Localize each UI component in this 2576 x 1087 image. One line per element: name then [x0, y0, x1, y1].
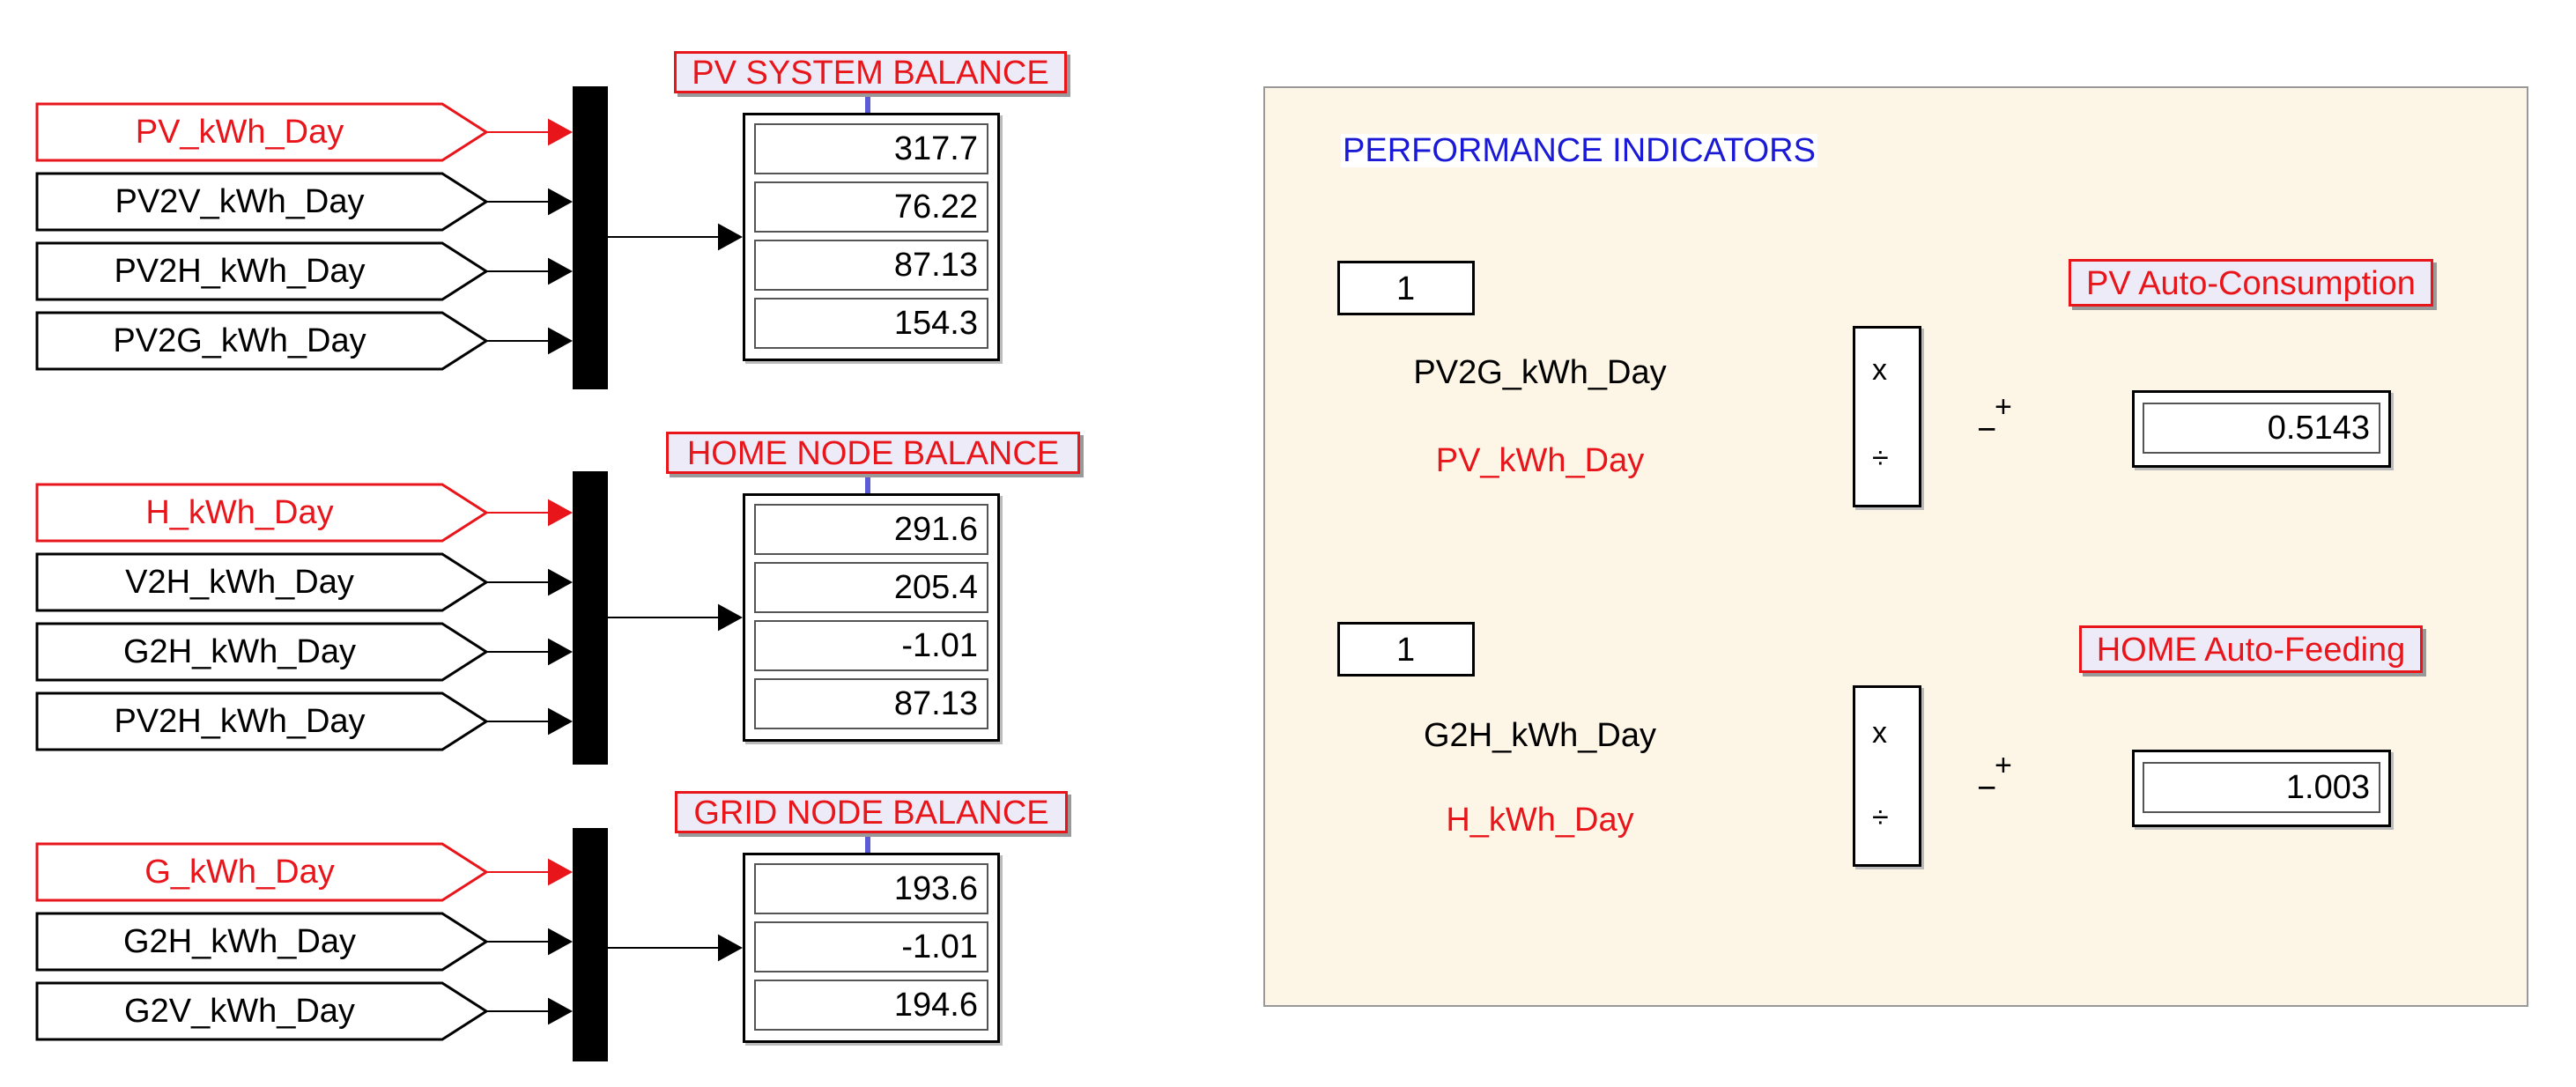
display-value: 1.003 — [2143, 762, 2380, 813]
display-value: 317.7 — [754, 123, 988, 174]
from-block-label: PV2H_kWh_Day — [114, 253, 366, 290]
from-block-shape — [35, 622, 489, 682]
display-value: 76.22 — [754, 181, 988, 233]
display-value: 291.6 — [754, 504, 988, 555]
mux-output-arrow — [718, 223, 743, 251]
display-value: 0.5143 — [2143, 403, 2380, 454]
from-block-label: PV2H_kWh_Day — [114, 703, 366, 740]
product-op: ÷ — [1872, 441, 1889, 475]
from-block-shape — [35, 483, 489, 543]
from-block-label: G2V_kWh_Day — [124, 993, 355, 1030]
display-value: 193.6 — [754, 863, 988, 914]
product-op: x — [1872, 353, 1887, 387]
signal-arrow — [548, 118, 573, 146]
display-value: 154.3 — [754, 298, 988, 349]
display-title: HOME NODE BALANCE — [666, 432, 1080, 474]
performance-panel — [1263, 86, 2528, 1007]
sum-sign-minus: − — [1977, 770, 1997, 807]
from-block-label: H_kWh_Day — [1446, 802, 1634, 839]
mux-block — [573, 471, 608, 765]
from-block-shape — [35, 552, 489, 612]
sum-sign-plus: + — [1995, 390, 2012, 424]
from-block-label: V2H_kWh_Day — [125, 564, 354, 601]
signal-arrow — [548, 707, 573, 736]
display-value: 205.4 — [754, 562, 988, 613]
from-block-label: PV_kWh_Day — [1435, 442, 1645, 479]
from-block-label: G2H_kWh_Day — [1424, 717, 1656, 754]
sum-sign-minus: − — [1977, 411, 1997, 448]
from-block-label: G2H_kWh_Day — [123, 633, 356, 670]
from-block-shape — [35, 311, 489, 371]
from-block-shape — [35, 981, 489, 1041]
signal-arrow — [548, 997, 573, 1025]
display-value: 87.13 — [754, 678, 988, 729]
from-block-label: PV_kWh_Day — [135, 114, 344, 151]
from-block-label: G2H_kWh_Day — [123, 923, 356, 960]
display-title: GRID NODE BALANCE — [675, 791, 1068, 833]
product-block — [1853, 685, 1921, 867]
product-op: ÷ — [1872, 801, 1889, 834]
display-value: 194.6 — [754, 980, 988, 1031]
constant-block: 1 — [1337, 622, 1475, 677]
from-block-label: PV2V_kWh_Day — [115, 183, 365, 220]
from-block-shape — [35, 172, 489, 232]
from-block-shape — [35, 912, 489, 972]
mux-output-arrow — [718, 934, 743, 962]
mux-block — [573, 828, 608, 1061]
from-block-label: PV2G_kWh_Day — [1413, 354, 1667, 391]
signal-arrow — [548, 638, 573, 666]
from-block-shape — [35, 102, 489, 162]
signal-arrow — [548, 568, 573, 596]
display-title: PV SYSTEM BALANCE — [674, 51, 1067, 93]
display-value: -1.01 — [754, 921, 988, 972]
signal-arrow — [548, 858, 573, 886]
from-block-label: G_kWh_Day — [144, 854, 335, 891]
from-block-label: H_kWh_Day — [145, 494, 334, 531]
signal-arrow — [548, 257, 573, 285]
signal-arrow — [548, 928, 573, 956]
constant-block: 1 — [1337, 261, 1475, 315]
product-block — [1853, 326, 1921, 507]
from-block-shape — [35, 691, 489, 751]
display-value: 87.13 — [754, 240, 988, 291]
signal-arrow — [548, 188, 573, 216]
from-block-shape — [35, 842, 489, 902]
performance-title: PERFORMANCE INDICATORS — [1341, 132, 1817, 169]
display-title: PV Auto-Consumption — [2069, 259, 2433, 307]
signal-arrow — [548, 327, 573, 355]
product-op: x — [1872, 716, 1887, 750]
sum-sign-plus: + — [1995, 749, 2012, 782]
from-block-shape — [35, 241, 489, 301]
mux-block — [573, 86, 608, 389]
display-title: HOME Auto-Feeding — [2079, 625, 2423, 673]
mux-output-arrow — [718, 603, 743, 632]
signal-arrow — [548, 499, 573, 527]
display-value: -1.01 — [754, 620, 988, 671]
from-block-label: PV2G_kWh_Day — [113, 322, 366, 359]
